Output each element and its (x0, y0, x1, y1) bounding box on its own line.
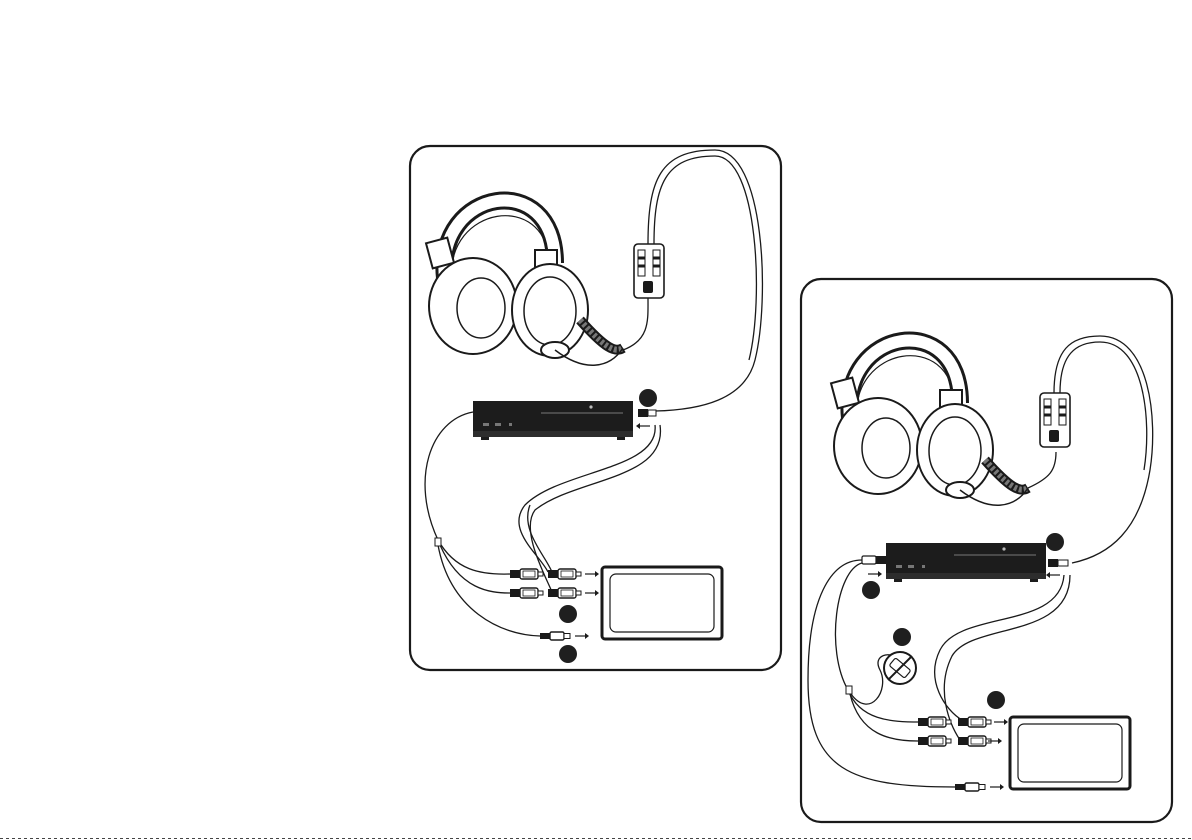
console-icon (473, 401, 633, 440)
rca-plug-icon (510, 569, 543, 579)
tv-icon (1010, 717, 1130, 789)
cable-clip (435, 538, 441, 546)
usb-plug-icon (638, 409, 656, 417)
usb-plug-icon (1048, 559, 1068, 567)
inline-controller-icon (634, 244, 664, 298)
cable-clip (846, 686, 852, 694)
step-marker (1046, 533, 1064, 551)
step-marker (639, 389, 657, 407)
step-marker (559, 645, 577, 663)
rca-plug-icon (958, 736, 991, 746)
panel-left (410, 146, 781, 670)
rca-plug-icon (958, 717, 991, 727)
step-marker (559, 605, 577, 623)
panel-right (801, 279, 1172, 822)
console-icon (886, 543, 1046, 582)
rca-plug-icon (918, 736, 951, 746)
usb-plug-icon (955, 783, 985, 791)
rca-plug-icon (510, 588, 543, 598)
inline-controller-icon (1040, 393, 1070, 447)
step-marker (893, 628, 911, 646)
step-marker (987, 691, 1005, 709)
rca-plug-icon (918, 717, 951, 727)
rca-plug-icon (548, 569, 581, 579)
rca-plug-icon (548, 588, 581, 598)
tv-icon (602, 567, 722, 639)
step-marker (862, 581, 880, 599)
usb-plug-icon (862, 556, 886, 564)
usb-plug-icon (540, 632, 570, 640)
no-connection-icon (884, 652, 916, 684)
